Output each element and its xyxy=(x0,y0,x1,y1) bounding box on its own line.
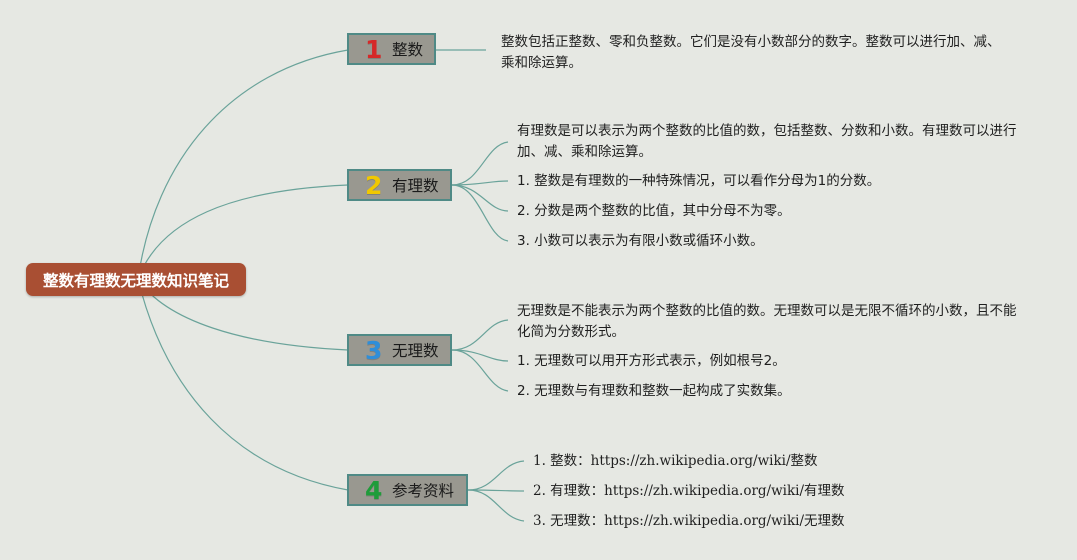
branch-irrational-numbers[interactable]: 3 无理数 xyxy=(347,334,452,366)
note-rational-point-3: 3. 小数可以表示为有限小数或循环小数。 xyxy=(517,233,764,249)
connector-branch-3-note-1 xyxy=(451,319,509,351)
connector-branch-3-note-3 xyxy=(451,349,509,392)
number-4-icon: 4 xyxy=(365,475,383,505)
branch-label: 无理数 xyxy=(392,342,439,360)
note-rational-definition: 有理数是可以表示为两个整数的比值的数，包括整数、分数和小数。有理数可以进行加、减… xyxy=(517,123,1017,160)
note-irrational-point-1: 1. 无理数可以用开方形式表示，例如根号2。 xyxy=(517,353,786,369)
connector-root-branch-1 xyxy=(137,49,349,280)
branch-label: 整数 xyxy=(392,41,424,59)
connector-root-branch-2 xyxy=(137,184,349,280)
branch-integers[interactable]: 1 整数 xyxy=(347,33,436,65)
root-title: 整数有理数无理数知识笔记 xyxy=(42,271,229,290)
connector-root-branch-4 xyxy=(137,278,349,491)
branch-label: 参考资料 xyxy=(392,482,455,500)
reference-link-irrational[interactable]: 3. 无理数：https://zh.wikipedia.org/wiki/无理数 xyxy=(533,513,845,529)
branch-label: 有理数 xyxy=(392,177,439,195)
reference-link-integers[interactable]: 1. 整数：https://zh.wikipedia.org/wiki/整数 xyxy=(533,453,818,469)
note-irrational-definition: 无理数是不能表示为两个整数的比值的数。无理数可以是无限不循环的小数，且不能化简为… xyxy=(517,303,1017,340)
root-topic[interactable]: 整数有理数无理数知识笔记 xyxy=(26,263,246,296)
branch-rational-numbers[interactable]: 2 有理数 xyxy=(347,169,452,201)
connector-branch-2-note-4 xyxy=(451,184,509,242)
number-1-icon: 1 xyxy=(365,34,383,64)
note-rational-point-1: 1. 整数是有理数的一种特殊情况，可以看作分母为1的分数。 xyxy=(517,173,881,189)
note-irrational-point-2: 2. 无理数与有理数和整数一起构成了实数集。 xyxy=(517,383,791,399)
number-3-icon: 3 xyxy=(365,335,383,365)
reference-link-rational[interactable]: 2. 有理数：https://zh.wikipedia.org/wiki/有理数 xyxy=(533,483,845,499)
connector-branch-4-note-3 xyxy=(467,489,525,522)
connector-branch-2-note-2 xyxy=(451,180,509,186)
branch-references[interactable]: 4 参考资料 xyxy=(347,474,468,506)
note-rational-point-2: 2. 分数是两个整数的比值，其中分母不为零。 xyxy=(517,203,791,219)
note-integers-definition: 整数包括正整数、零和负整数。它们是没有小数部分的数字。整数可以进行加、减、乘和除… xyxy=(501,34,1001,71)
connector-branch-2-note-1 xyxy=(451,141,509,186)
number-2-icon: 2 xyxy=(365,170,383,200)
connector-branch-4-note-1 xyxy=(467,460,525,491)
